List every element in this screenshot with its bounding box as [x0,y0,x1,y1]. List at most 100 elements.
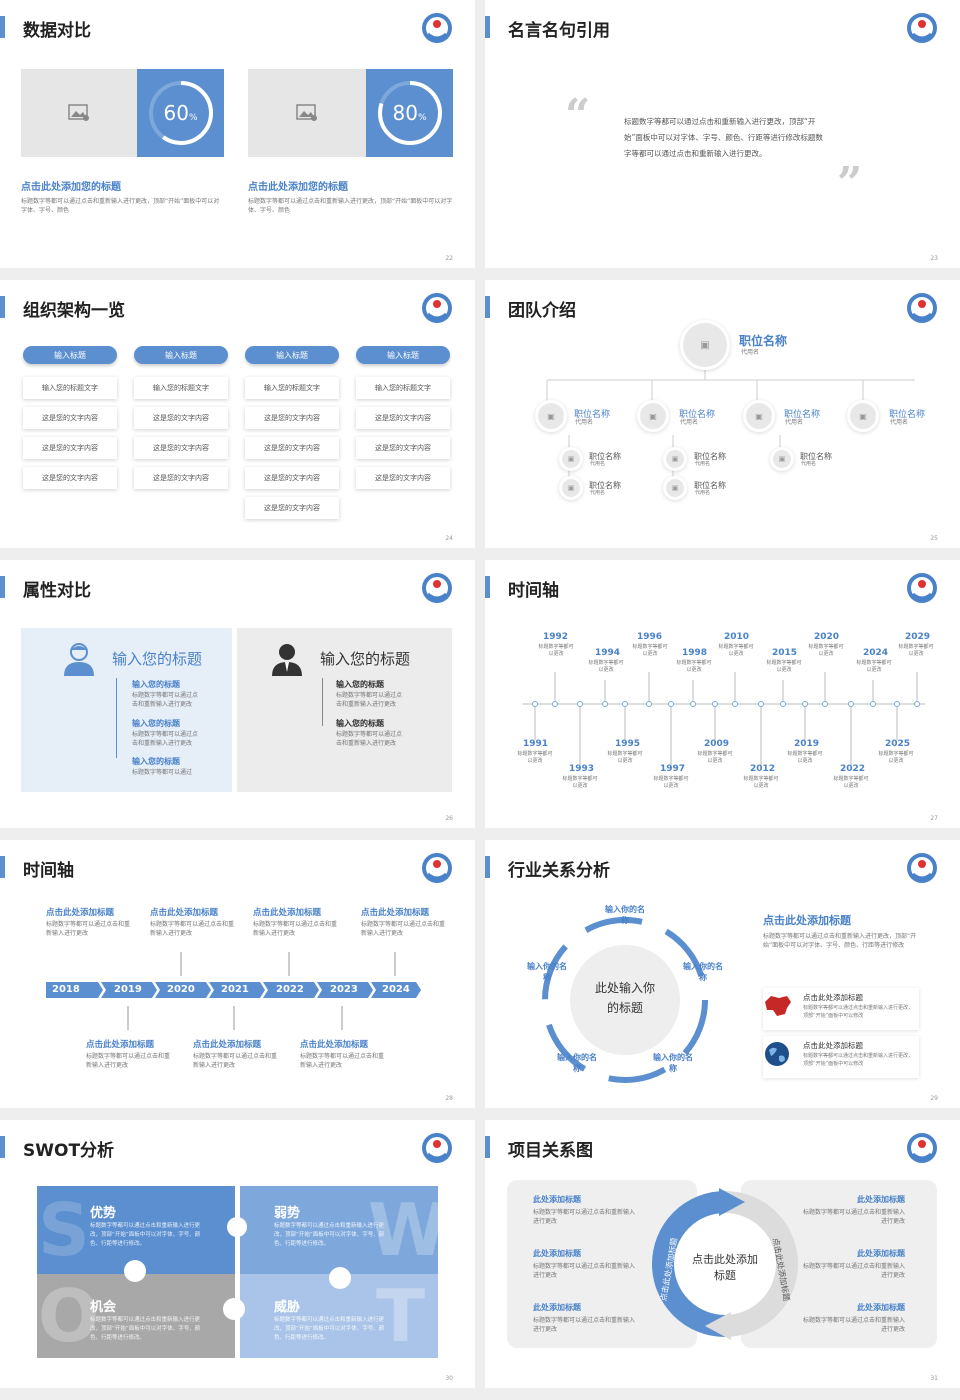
title-bar [485,1136,490,1158]
slide-28[interactable]: 时间轴 点击此处添加标题 标题数字等都可以通过点击和重新输入进行更改 点击此处添… [0,840,475,1108]
card-heading: 点击此处添加标题 [803,993,863,1002]
percent-panel: 80% [366,69,453,157]
ring-center-text: 此处输入你的标题 [594,981,655,1015]
title-bar [485,16,490,38]
image-icon: ▣ [649,411,657,421]
china-map-icon [765,996,791,1016]
timeline-year: 2025 [885,739,911,749]
item-heading: 此处添加标题 [857,1195,905,1204]
logo-icon [422,573,452,603]
avatar[interactable]: ▣ [559,476,583,500]
section-heading: 点击此处添加标题 [763,914,851,927]
slide-title: 团队介绍 [508,301,576,321]
item-heading: 此处添加标题 [533,1195,581,1204]
logo-icon [422,1133,452,1163]
page-number: 25 [930,535,938,542]
page-number: 26 [445,815,453,822]
item-body: 标题数字等都可以通过点击和重新输入进行更改 [86,1053,171,1069]
timeline-text: 标题数字等都可以更改 [538,644,574,657]
slide-31[interactable]: 项目关系图 点击此处添加标题 点击此处添加标题 点击此处添加标题 此处添加标题 … [485,1120,960,1388]
slide-title: 数据对比 [23,21,91,41]
item-heading: 点击此处添加标题 [150,908,219,918]
image-icon: ▣ [567,455,575,463]
timeline-text: 标题数字等都可以更改 [808,644,844,657]
column-header[interactable]: 输入标题 [23,346,117,364]
avatar[interactable]: ▣ [847,400,879,432]
avatar[interactable]: ▣ [663,447,687,471]
item-body: 标题数字等都可以通过点击和重新输入进行更改 [336,731,403,747]
position-name: 职位名称 [694,481,726,490]
logo-icon [422,13,452,43]
user-male-icon [272,644,302,676]
panel-heading: 输入您的标题 [112,650,203,668]
avatar[interactable]: ▣ [637,400,669,432]
image-icon: ▣ [700,339,710,351]
avatar[interactable]: ▣ [559,447,583,471]
avatar[interactable]: ▣ [535,400,567,432]
column-header[interactable]: 输入标题 [134,346,228,364]
slide-26[interactable]: 属性对比 输入您的标题 输入您的标题 输入您的标题 标题数字等都可以通过点击和重… [0,560,475,828]
item-body: 标题数字等都可以通过点击和重新输入进行更改 [300,1053,385,1069]
swot-letter: S [38,1188,90,1272]
swot-body: 标题数字等都可以通过点击和重新输入进行更改，顶部“开始”面板中可以对字体、字号、… [90,1317,201,1341]
logo-icon [907,13,937,43]
timeline-arrows [46,952,421,1030]
percent-unit: % [417,113,427,123]
item-heading: 输入您的标题 [132,719,180,728]
position-name: 职位名称 [589,481,621,490]
column-header[interactable]: 输入标题 [245,346,339,364]
logo-icon [907,293,937,323]
avatar[interactable]: ▣ [770,447,794,471]
percent-unit: % [188,113,198,123]
item-heading: 输入您的标题 [132,757,180,766]
info-card [763,1036,919,1078]
slide-23[interactable]: 名言名句引用 “ 标题数字等都可以通过点击和重新输入进行更改，顶部“开始”面板中… [485,0,960,268]
position-name: 职位名称 [739,334,788,348]
right-panel [237,628,452,792]
slide-29[interactable]: 行业关系分析 此处输入你的标题 输入你的名称 输入你的名称 输入你的名称 输入你… [485,840,960,1108]
item-heading: 此处添加标题 [533,1303,581,1312]
image-icon: ▣ [547,411,555,421]
swot-letter: T [376,1274,426,1358]
title-bar [0,1136,5,1158]
swot-strength [37,1186,235,1274]
slide-24[interactable]: 组织架构一览 输入标题 输入标题 输入标题 输入标题 输入您的标题文字 这是您的… [0,280,475,548]
timeline-year: 2015 [772,648,798,658]
timeline-year: 2029 [905,632,931,642]
avatar[interactable]: ▣ [743,400,775,432]
slide-27[interactable]: 时间轴 1992 标题数字等都可以更改 1994 标题数字等都可以更改 1996… [485,560,960,828]
list-item: 这是您的文字内容 [134,467,228,489]
percent-value: 80 [392,101,418,125]
item-body: 标题数字等都可以通过点击和重新输入进行更改 [533,1317,636,1333]
avatar[interactable]: ▣ [663,476,687,500]
position-sub: 代用名 [575,419,594,426]
list-item: 这是您的文字内容 [134,437,228,459]
slide-30[interactable]: SWOT分析 S 优势 标题数字等都可以通过点击和重新输入进行更改，顶部“开始”… [0,1120,475,1388]
item-body: 标题数字等都可以通过点击和重新输入进行更改 [193,1053,278,1069]
list-item: 这是您的文字内容 [356,407,450,429]
cycle-center-text: 点击此处添加标题 [692,1253,758,1282]
close-quote-icon: ” [837,158,863,209]
image-icon [68,104,89,121]
slide-22[interactable]: 数据对比 60% 点击此处添加您的标题 标题数字等都可以通过点击和重新输入进行更… [0,0,475,268]
globe-icon [765,1042,789,1066]
page-number: 27 [930,815,938,822]
avatar[interactable]: ▣ [680,320,730,370]
item-heading: 点击此处添加标题 [46,908,115,918]
item-heading: 此处添加标题 [857,1249,905,1258]
list-item: 这是您的文字内容 [134,407,228,429]
image-placeholder[interactable] [248,69,366,157]
puzzle-knob [124,1260,146,1282]
image-placeholder[interactable] [21,69,137,157]
item-body: 标题数字等都可以通过点击和重新输入进行更改 [336,692,403,708]
slide-25[interactable]: 团队介绍 ▣ 职位名称 代用名 ▣ 职位名称 代用名 ▣ 职位名称 代用名 ▣ … [485,280,960,548]
page-number: 23 [930,255,938,262]
position-name: 职位名称 [589,452,621,461]
timeline-year: 2020 [814,632,840,642]
slide-title: 名言名句引用 [508,21,610,41]
slide-title: 时间轴 [23,861,74,881]
list-item: 这是您的文字内容 [23,407,117,429]
column-header[interactable]: 输入标题 [356,346,450,364]
year-label: 2018 [52,984,80,995]
